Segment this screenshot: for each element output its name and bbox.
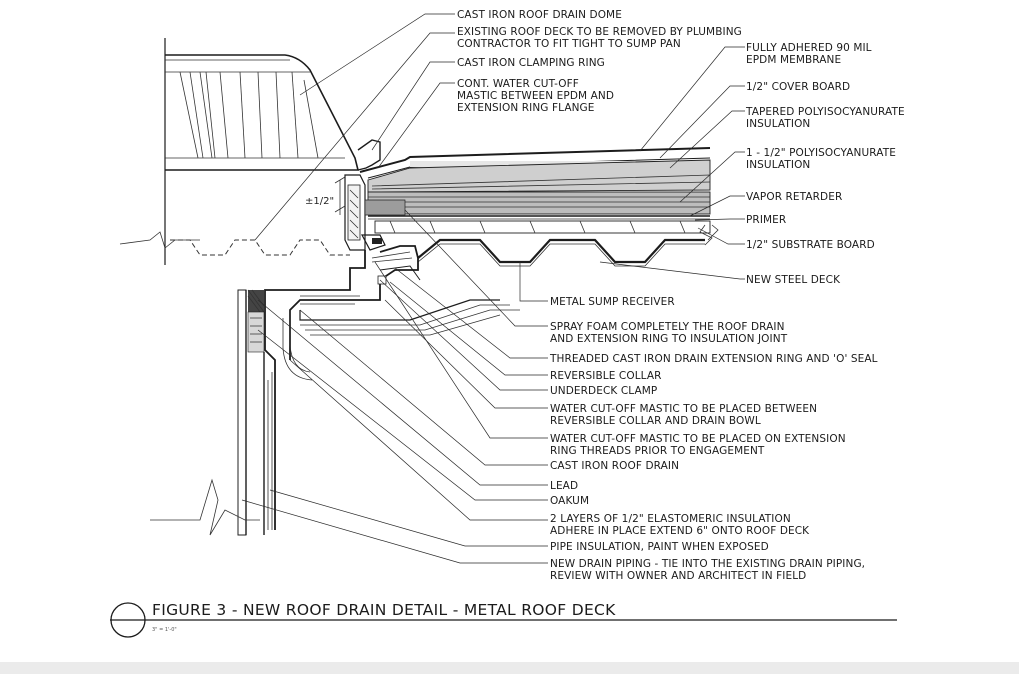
callout-label: UNDERDECK CLAMP <box>550 385 657 397</box>
callout-label: VAPOR RETARDER <box>746 191 842 203</box>
figure-title-block: FIGURE 3 - NEW ROOF DRAIN DETAIL - METAL… <box>110 601 897 638</box>
dimension-text: ±1/2" <box>305 196 334 207</box>
callout-label: 1/2" COVER BOARD <box>746 81 850 93</box>
callout-label: CAST IRON ROOF DRAIN <box>550 460 679 472</box>
leader-lines <box>241 13 745 564</box>
callout-label: EPDM MEMBRANE <box>746 54 841 66</box>
callout-label: REVIEW WITH OWNER AND ARCHITECT IN FIELD <box>550 570 806 582</box>
callout-label: INSULATION <box>746 159 810 171</box>
callout-label: PRIMER <box>746 214 786 226</box>
callout-labels-left: CAST IRON ROOF DRAIN DOME EXISTING ROOF … <box>457 9 742 114</box>
callout-label: PIPE INSULATION, PAINT WHEN EXPOSED <box>550 541 769 553</box>
callout-label: WATER CUT-OFF MASTIC TO BE PLACED ON EXT… <box>550 433 846 445</box>
callout-label: CONTRACTOR TO FIT TIGHT TO SUMP PAN <box>457 38 681 50</box>
callout-label: AND EXTENSION RING TO INSULATION JOINT <box>550 333 788 345</box>
sump-and-drain-body <box>264 245 520 530</box>
callout-label: CAST IRON ROOF DRAIN DOME <box>457 9 622 21</box>
callout-label: WATER CUT-OFF MASTIC TO BE PLACED BETWEE… <box>550 403 817 415</box>
callout-label: LEAD <box>550 480 578 492</box>
callout-label: ADHERE IN PLACE EXTEND 6" ONTO ROOF DECK <box>550 525 810 537</box>
drain-dome <box>165 54 360 171</box>
callout-label: MASTIC BETWEEN EPDM AND <box>457 90 614 102</box>
callout-label: REVERSIBLE COLLAR <box>550 370 662 382</box>
callout-label: NEW DRAIN PIPING - TIE INTO THE EXISTING… <box>550 558 865 570</box>
callout-label: THREADED CAST IRON DRAIN EXTENSION RING … <box>549 353 878 365</box>
drain-section-geometry: ±1/2" <box>119 38 719 536</box>
callout-label: 2 LAYERS OF 1/2" ELASTOMERIC INSULATION <box>550 513 791 525</box>
callout-label: CAST IRON CLAMPING RING <box>457 57 605 69</box>
callout-labels-bottom: METAL SUMP RECEIVER SPRAY FOAM COMPLETEL… <box>549 296 878 582</box>
callout-label: EXISTING ROOF DECK TO BE REMOVED BY PLUM… <box>457 26 742 38</box>
callout-label: REVERSIBLE COLLAR AND DRAIN BOWL <box>550 415 761 427</box>
callout-label: 1/2" SUBSTRATE BOARD <box>746 239 875 251</box>
callout-label: SPRAY FOAM COMPLETELY THE ROOF DRAIN <box>550 321 785 333</box>
callout-labels-right: FULLY ADHERED 90 MIL EPDM MEMBRANE 1/2" … <box>745 42 905 286</box>
dimension-marker: ±1/2" <box>305 176 346 215</box>
callout-label: EXTENSION RING FLANGE <box>457 102 595 114</box>
callout-label: 1 - 1/2" POLYISOCYANURATE <box>746 147 896 159</box>
callout-label: METAL SUMP RECEIVER <box>550 296 675 308</box>
callout-label: TAPERED POLYISOCYANURATE <box>745 106 905 118</box>
callout-label: NEW STEEL DECK <box>746 274 841 286</box>
drain-pipe <box>150 289 273 536</box>
callout-label: OAKUM <box>550 495 589 507</box>
callout-label: FULLY ADHERED 90 MIL <box>746 42 872 54</box>
new-steel-deck <box>417 238 705 264</box>
figure-title: FIGURE 3 - NEW ROOF DRAIN DETAIL - METAL… <box>152 601 616 619</box>
callout-label: CONT. WATER CUT-OFF <box>457 78 579 90</box>
figure-scale: 3" = 1'-0" <box>152 627 177 633</box>
roof-assembly-layers <box>359 147 719 246</box>
callout-label: INSULATION <box>746 118 810 130</box>
existing-deck-dashed <box>170 239 350 256</box>
viewer-bottom-bar <box>0 662 1019 674</box>
callout-label: RING THREADS PRIOR TO ENGAGEMENT <box>550 445 765 457</box>
